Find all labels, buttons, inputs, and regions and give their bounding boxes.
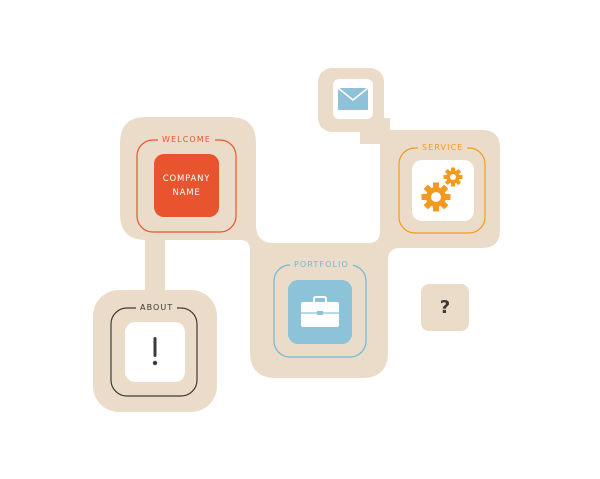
company-name-tile[interactable]: COMPANY NAME [154, 154, 219, 217]
welcome-label: WELCOME [158, 135, 215, 145]
help-tile[interactable]: ? [421, 284, 469, 331]
envelope-icon [338, 88, 368, 110]
about-label: ABOUT [136, 303, 178, 313]
company-name-line-2: NAME [172, 187, 201, 198]
briefcase-icon [301, 296, 339, 327]
help-block [421, 284, 469, 331]
company-name-text: COMPANY NAME [154, 172, 219, 200]
company-name-line-1: COMPANY [162, 173, 211, 184]
connector-link [360, 118, 390, 144]
service-label: SERVICE [418, 143, 468, 153]
gears-icon [421, 167, 463, 212]
connector-link [145, 236, 165, 296]
question-icon: ? [439, 297, 451, 318]
contact-tile[interactable] [333, 79, 373, 119]
about-tile[interactable] [125, 322, 185, 382]
exclamation-icon [152, 337, 158, 366]
service-tile[interactable] [412, 160, 474, 221]
portfolio-tile[interactable] [288, 280, 352, 344]
portfolio-label: PORTFOLIO [290, 260, 353, 270]
